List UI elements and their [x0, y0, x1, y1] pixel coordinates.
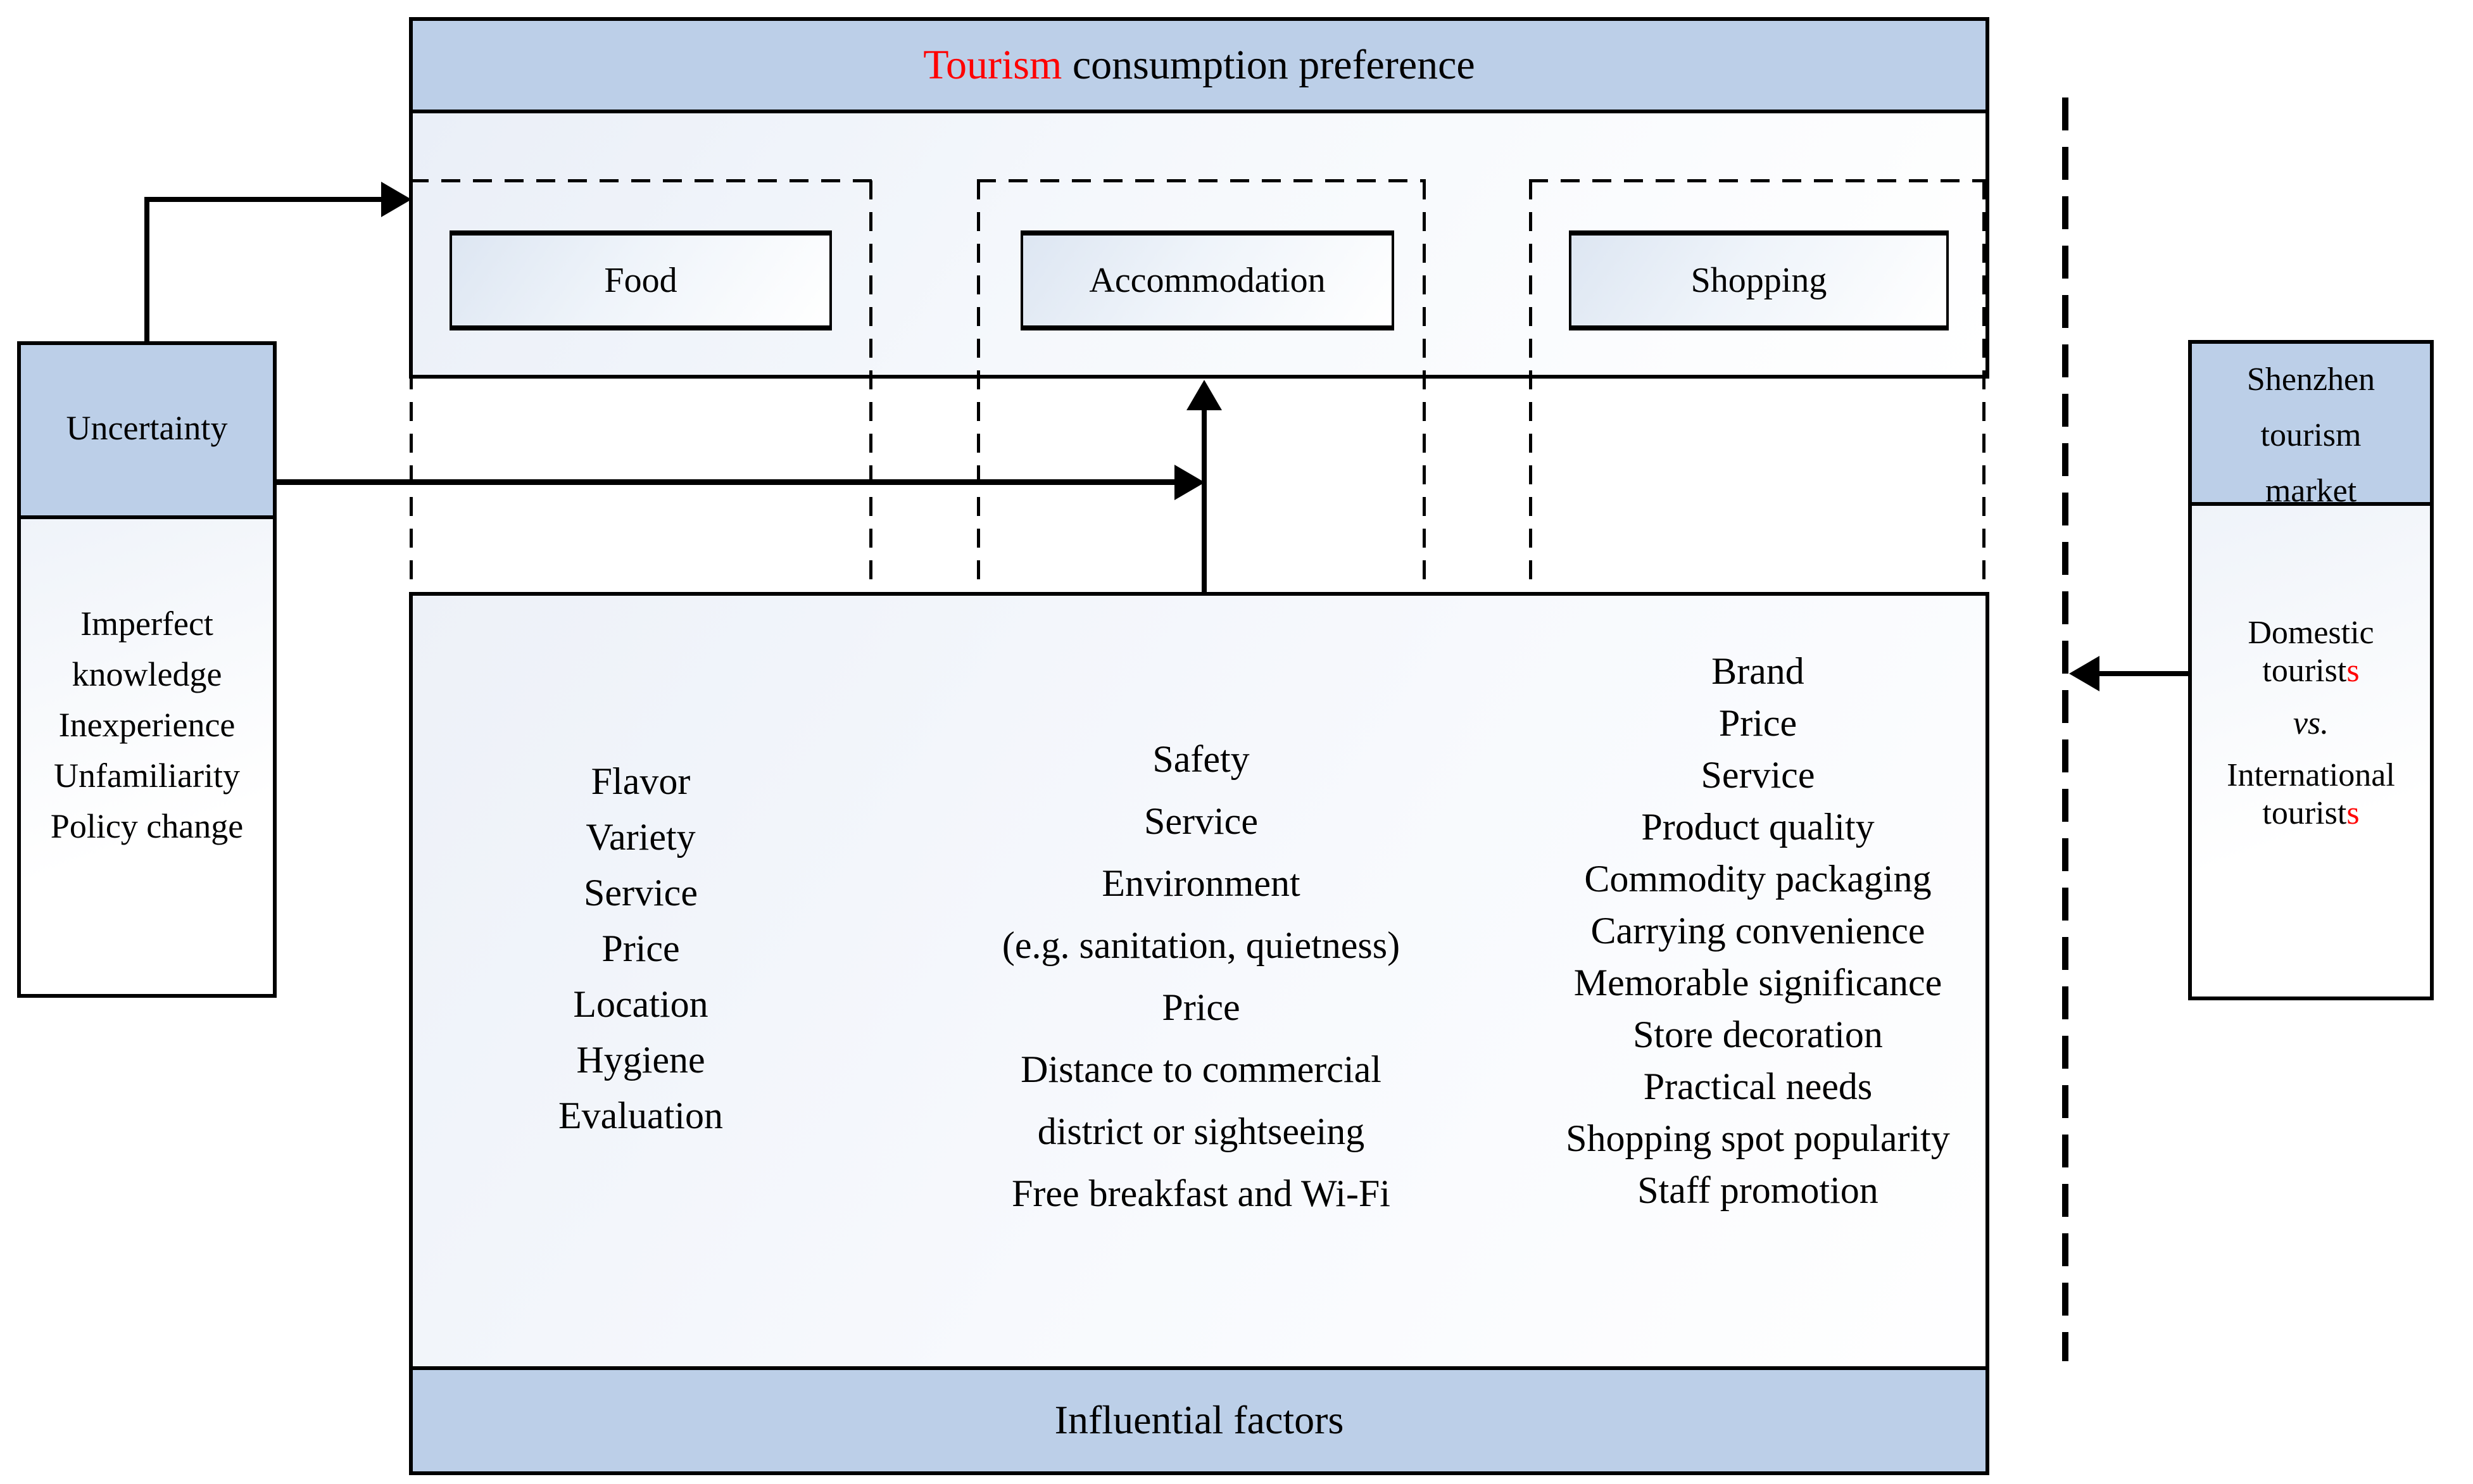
- list-item: Environment: [1102, 862, 1300, 904]
- market-versus: vs.: [2293, 705, 2329, 741]
- arrowhead-left-icon: [2069, 656, 2099, 691]
- list-item: Shenzhen: [2246, 362, 2375, 398]
- market-header: [2192, 344, 2430, 506]
- list-item: Policy change: [50, 807, 244, 845]
- dashed-column-food-top: [410, 179, 872, 182]
- list-item: Price: [601, 928, 680, 969]
- list-item: (e.g. sanitation, quietness): [1002, 924, 1400, 966]
- influential-factors-bar: Influential factors: [409, 1366, 1989, 1475]
- list-item: district or sightseeing: [1037, 1110, 1365, 1152]
- list-item: Commodity packaging: [1584, 858, 1932, 900]
- list-item: Distance to commercial: [1021, 1048, 1381, 1090]
- market-domestic-line1: Domestic: [2248, 615, 2374, 651]
- list-item: Service: [1701, 754, 1815, 796]
- market-international-line2: tourists: [2192, 795, 2430, 833]
- preference-title-highlight: Tourism: [923, 42, 1062, 88]
- list-item: Store decoration: [1633, 1014, 1883, 1055]
- list-item: knowledge: [72, 655, 222, 693]
- category-box-accommodation: Accommodation: [1021, 230, 1394, 330]
- list-item: Price: [1162, 986, 1240, 1028]
- market-international-base: tourist: [2262, 795, 2347, 831]
- category-box-food: Food: [450, 230, 832, 330]
- uncertainty-title: Uncertainty: [66, 409, 228, 447]
- uncertainty-box: [17, 341, 277, 998]
- uncertainty-body: [21, 519, 273, 994]
- list-item: Brand: [1711, 650, 1804, 692]
- list-item: Evaluation: [558, 1095, 723, 1136]
- market-domestic-suffix: s: [2346, 653, 2360, 689]
- arrowhead-right-icon: [1174, 465, 1205, 500]
- dashed-column-shopping-top: [1529, 179, 1985, 182]
- arrowhead-right-icon: [381, 182, 412, 217]
- list-item: Safety: [1152, 738, 1250, 780]
- market-domestic-line2: tourists: [2192, 652, 2430, 690]
- arrow-uncertainty-side-horizontal: [277, 479, 1176, 485]
- list-item: Inexperience: [58, 706, 236, 744]
- list-item: Staff promotion: [1637, 1169, 1878, 1211]
- list-item: Flavor: [591, 760, 691, 802]
- list-item: Service: [1144, 800, 1258, 842]
- arrow-uncertainty-top-vertical: [144, 199, 149, 341]
- market-international-suffix: s: [2346, 795, 2360, 831]
- list-item: Location: [573, 983, 708, 1025]
- list-item: Memorable significance: [1573, 962, 1942, 1003]
- market-international-line1: International: [2227, 757, 2395, 793]
- market-international: International tourists: [2192, 757, 2430, 833]
- preference-title-rest: consumption preference: [1062, 42, 1475, 88]
- market-body: [2192, 506, 2430, 993]
- list-item: Unfamiliarity: [54, 757, 240, 795]
- market-domestic: Domestic tourists: [2192, 614, 2430, 690]
- market-separator-dashed-line: [2062, 97, 2068, 1361]
- list-item: Service: [584, 872, 698, 914]
- arrow-market-horizontal: [2099, 671, 2188, 676]
- arrow-uncertainty-top-horizontal: [144, 197, 384, 202]
- preference-title: Tourism consumption preference: [409, 21, 1989, 110]
- category-box-shopping: Shopping: [1569, 230, 1949, 330]
- list-item: Variety: [586, 816, 696, 858]
- list-item: Free breakfast and Wi-Fi: [1012, 1173, 1390, 1214]
- uncertainty-header: [21, 345, 273, 519]
- market-title: Shenzhen tourism market: [2192, 352, 2430, 519]
- list-item: Shopping spot popularity: [1566, 1117, 1950, 1159]
- list-item: Carrying convenience: [1590, 910, 1925, 952]
- market-domestic-base: tourist: [2262, 653, 2347, 689]
- arrow-accommodation-vertical: [1202, 409, 1207, 592]
- list-item: tourism: [2260, 417, 2362, 453]
- market-box: [2188, 340, 2434, 1000]
- list-item: Product quality: [1641, 806, 1875, 848]
- list-item: Price: [1718, 702, 1797, 744]
- dashed-column-accommodation-top: [977, 179, 1426, 182]
- preference-title-bar: [413, 21, 1985, 113]
- list-item: market: [2265, 473, 2357, 509]
- list-item: Imperfect: [80, 605, 213, 643]
- arrowhead-up-icon: [1186, 380, 1222, 410]
- list-item: Practical needs: [1643, 1066, 1873, 1107]
- list-item: Hygiene: [576, 1039, 705, 1081]
